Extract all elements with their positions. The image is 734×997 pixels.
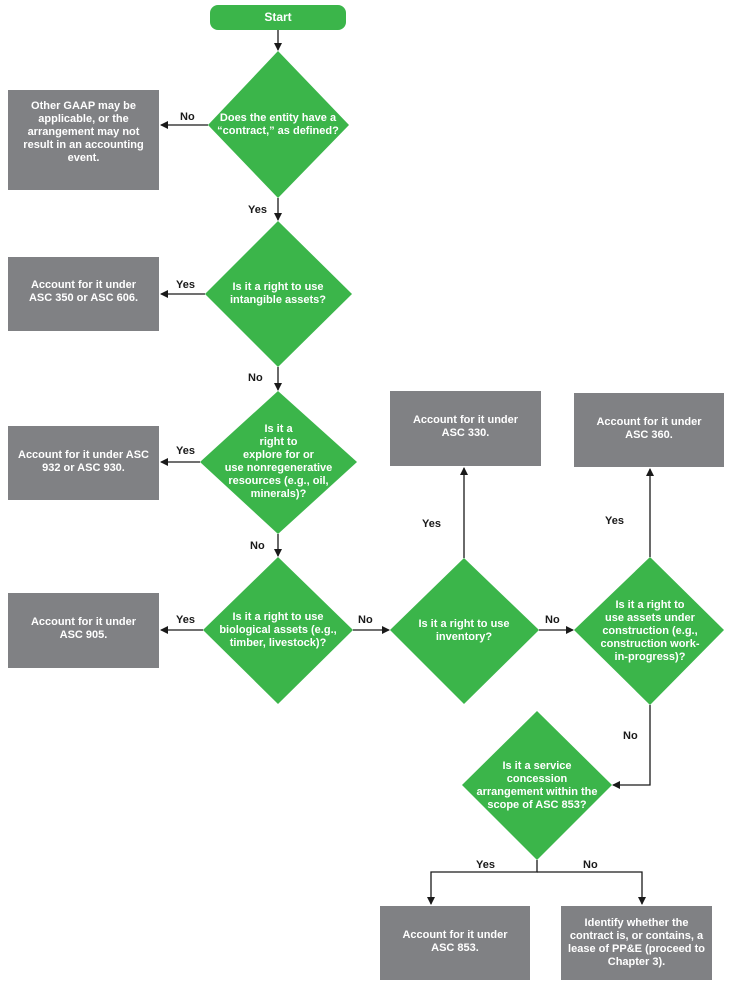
decision-explore-diamond <box>200 391 357 534</box>
decision-inventory-diamond <box>390 558 539 704</box>
decision-biological-diamond <box>203 557 353 704</box>
label-inventory-yes: Yes <box>422 518 441 530</box>
decision-contract-diamond <box>208 51 349 198</box>
label-biological-no: No <box>358 614 373 626</box>
outcome-asc853-text: Account for it under ASC 853. <box>402 929 508 954</box>
decision-biological-text: Is it a right to use biological assets (… <box>219 610 337 649</box>
edge-construction-no-service <box>612 705 651 789</box>
label-explore-no: No <box>250 540 265 552</box>
outcome-lease-text: Identify whether the contract is, or con… <box>568 917 705 968</box>
decision-explore-text: Is it a right to explore for or use nonr… <box>224 423 333 500</box>
outcome-asc853-box <box>380 906 530 980</box>
outcome-other-gaap-text: Other GAAP may be applicable, or the arr… <box>23 99 144 164</box>
start-label: Start <box>264 10 292 24</box>
outcome-asc350-text: Account for it under ASC 350 or ASC 606. <box>28 279 139 304</box>
decision-intangible-diamond <box>205 221 352 367</box>
connectors <box>160 30 654 905</box>
label-explore-yes: Yes <box>176 445 195 457</box>
label-contract-no: No <box>180 111 195 123</box>
decision-inventory-text: Is it a right to use inventory? <box>418 618 510 643</box>
label-service-no: No <box>583 859 598 871</box>
label-construction-yes: Yes <box>605 515 624 527</box>
edge-service-yes-asc853 <box>427 860 538 905</box>
outcome-asc932-text: Account for it under ASC 932 or ASC 930. <box>18 449 149 474</box>
outcome-asc330-text: Account for it under ASC 330. <box>412 414 519 439</box>
outcome-lease-box <box>561 906 712 980</box>
outcome-asc360-text: Account for it under ASC 360. <box>596 416 702 441</box>
outcome-other-gaap-box <box>8 90 159 190</box>
label-inventory-no: No <box>545 614 560 626</box>
outcome-asc932-box <box>8 426 159 500</box>
edge-service-no-lease <box>537 871 646 905</box>
label-contract-yes: Yes <box>248 204 267 216</box>
outcome-asc905-box <box>8 593 159 668</box>
outcome-asc360-box <box>574 393 724 467</box>
decision-service-diamond <box>462 711 612 860</box>
decision-construction-text: Is it a right to use assets under constr… <box>600 598 700 663</box>
outcome-asc350-box <box>8 257 159 331</box>
label-intangible-yes: Yes <box>176 279 195 291</box>
decision-construction-diamond <box>574 557 724 705</box>
label-construction-no: No <box>623 730 638 742</box>
label-service-yes: Yes <box>476 859 495 871</box>
decision-service-text: Is it a service concession arrangement w… <box>476 760 598 811</box>
outcome-asc905-text: Account for it under ASC 905. <box>30 616 137 641</box>
decision-intangible-text: Is it a right to use intangible assets? <box>230 281 326 306</box>
outcome-asc330-box <box>390 391 541 466</box>
label-biological-yes: Yes <box>176 614 195 626</box>
start-terminator <box>210 5 346 30</box>
decision-contract-text: Does the entity have a “contract,” as de… <box>217 112 339 137</box>
label-intangible-no: No <box>248 372 263 384</box>
